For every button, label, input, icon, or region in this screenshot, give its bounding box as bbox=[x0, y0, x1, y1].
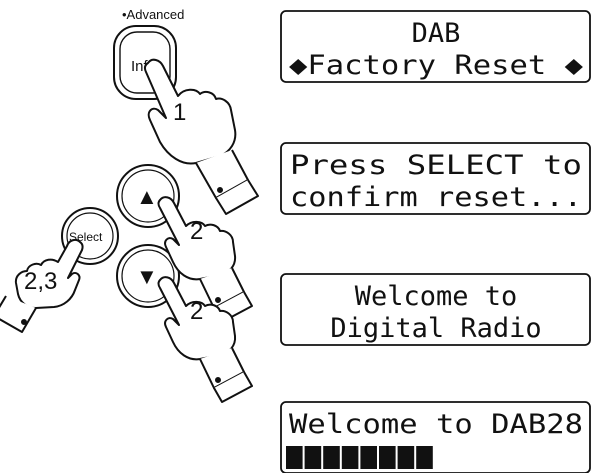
progress-bar bbox=[286, 446, 433, 469]
pointing-hand-icon bbox=[0, 238, 84, 333]
display-startup: Welcome to DAB28 bbox=[280, 401, 591, 473]
display-confirm-reset: Press SELECT to confirm reset... bbox=[280, 142, 591, 215]
progress-block bbox=[323, 446, 340, 469]
display-line-1: DAB bbox=[412, 18, 461, 49]
progress-block bbox=[286, 446, 303, 469]
down-arrow-icon: ▼ bbox=[136, 264, 158, 289]
progress-block bbox=[341, 446, 359, 469]
pointing-hand-icon bbox=[143, 58, 259, 215]
step-label-info: 1 bbox=[173, 99, 186, 126]
display-welcome: Welcome to Digital Radio bbox=[280, 273, 591, 346]
display-line-1: Welcome to bbox=[355, 281, 518, 312]
progress-block bbox=[379, 446, 396, 469]
step-label-up: 2 bbox=[190, 218, 203, 245]
display-line-2: ◆Factory Reset ◆ bbox=[289, 50, 584, 81]
progress-block bbox=[304, 446, 322, 469]
progress-block bbox=[360, 446, 377, 469]
display-line-2: Digital Radio bbox=[330, 313, 541, 344]
step-label-select: 2,3 bbox=[24, 268, 57, 295]
display-line-1: Welcome to DAB28 bbox=[289, 409, 583, 440]
display-factory-reset: DAB ◆Factory Reset ◆ bbox=[280, 10, 591, 83]
display-line-2: confirm reset... bbox=[290, 182, 582, 213]
advanced-caption: •Advanced bbox=[122, 7, 184, 22]
progress-block bbox=[397, 446, 415, 469]
progress-block bbox=[416, 446, 433, 469]
step-label-down: 2 bbox=[190, 298, 203, 325]
display-line-1: Press SELECT to bbox=[290, 150, 582, 181]
up-arrow-icon: ▲ bbox=[136, 184, 158, 209]
pointing-hand-icon bbox=[157, 276, 253, 403]
